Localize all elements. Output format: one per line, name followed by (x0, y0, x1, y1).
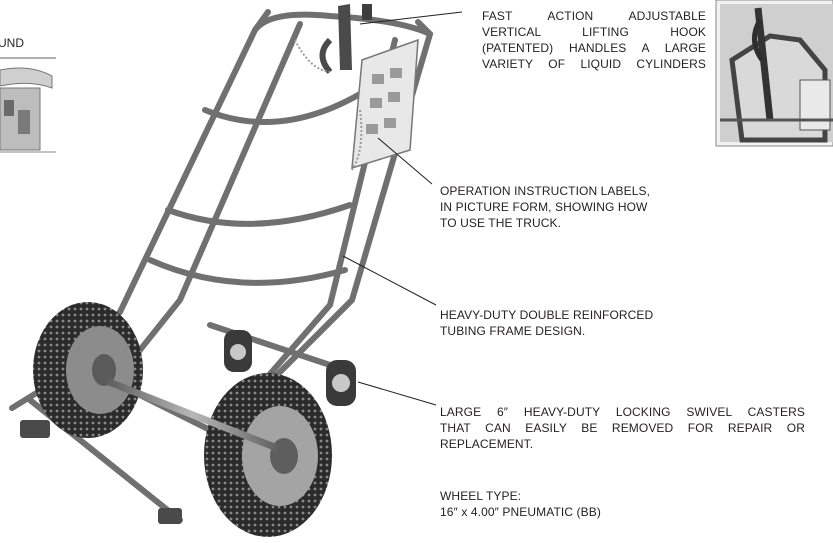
callout-line: FAST ACTION ADJUSTABLE (482, 9, 706, 23)
callout-line: THAT CAN EASILY BE REMOVED FOR REPAIR OR (440, 421, 805, 435)
callout-line: HEAVY-DUTY DOUBLE REINFORCED (440, 308, 654, 322)
instruction-label-plate (351, 38, 419, 170)
inset-photo (715, 0, 833, 147)
left-fragment-label: UND (0, 36, 24, 50)
callout-line: TO USE THE TRUCK. (440, 216, 562, 230)
left-wheel (33, 302, 143, 438)
left-cylinder-fragment (0, 57, 56, 153)
axle (102, 376, 284, 454)
callout-line: (PATENTED) HANDLES A LARGE (482, 41, 706, 55)
foot-plate (158, 508, 182, 524)
callout-lifting-hook: FAST ACTION ADJUSTABLE VERTICAL LIFTING … (482, 8, 706, 72)
callout-instruction-labels: OPERATION INSTRUCTION LABELS, IN PICTURE… (440, 183, 680, 231)
callout-line: 16″ x 4.00″ PNEUMATIC (BB) (440, 505, 601, 519)
callout-line: WHEEL TYPE: (440, 489, 522, 503)
right-wheel (204, 373, 332, 537)
swivel-caster (224, 330, 356, 406)
chain (294, 39, 363, 171)
lifting-hook (319, 4, 372, 74)
foot-plate (20, 420, 50, 438)
callout-line: OPERATION INSTRUCTION LABELS, (440, 184, 651, 198)
callout-line: IN PICTURE FORM, SHOWING HOW (440, 200, 648, 214)
callout-line: VARIETY OF LIQUID CYLINDERS (482, 57, 706, 71)
callout-wheel-type: WHEEL TYPE: 16″ x 4.00″ PNEUMATIC (BB) (440, 488, 700, 520)
callout-swivel-casters: LARGE 6″ HEAVY-DUTY LOCKING SWIVEL CASTE… (440, 404, 805, 452)
callout-line: LARGE 6″ HEAVY-DUTY LOCKING SWIVEL CASTE… (440, 405, 805, 419)
callout-line: VERTICAL LIFTING HOOK (482, 25, 706, 39)
callout-frame-design: HEAVY-DUTY DOUBLE REINFORCED TUBING FRAM… (440, 307, 700, 339)
leader-lines (342, 11, 463, 406)
callout-line: REPLACEMENT. (440, 437, 534, 451)
callout-line: TUBING FRAME DESIGN. (440, 324, 586, 338)
